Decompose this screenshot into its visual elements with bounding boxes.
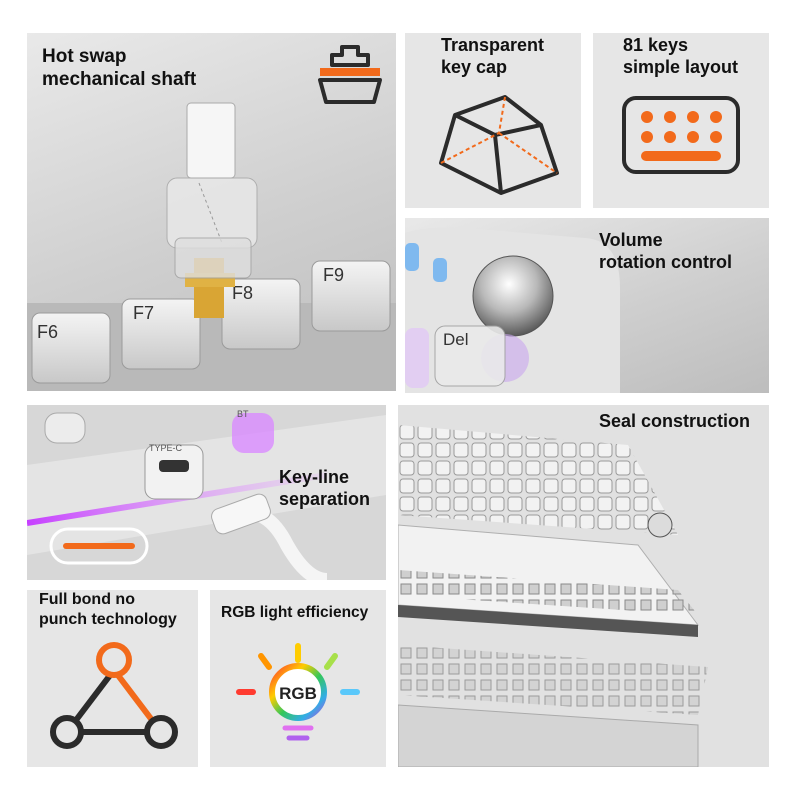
port-bt-label: BT [237, 409, 249, 419]
key-f6: F6 [37, 322, 58, 342]
port-typec-label: TYPE-C [149, 443, 183, 453]
rgb-bulb-icon: RGB [236, 643, 360, 741]
fullbond-label: Full bond no punch technology [39, 591, 177, 628]
panel-seal-construction: Seal construction [398, 405, 769, 767]
panel-volume-control: Del Volume rotation control [405, 218, 769, 393]
panel-keyline-separation: TYPE-C BT Key-line separation [27, 405, 386, 580]
rgb-label: RGB light efficiency [221, 604, 369, 621]
panel-hot-swap: F6 F7 F8 F9 Hot swap mechanical shaft [27, 33, 396, 391]
key-f8: F8 [232, 283, 253, 303]
volume-label: Volume rotation control [599, 230, 732, 272]
hot-swap-label: Hot swap mechanical shaft [42, 46, 197, 91]
transparent-label: Transparent key cap [441, 35, 545, 77]
keys81-label: 81 keys simple layout [623, 35, 739, 77]
triangle-nodes-icon [50, 642, 178, 749]
rgb-icon-text: RGB [279, 684, 317, 703]
seal-exploded-photo [398, 405, 769, 767]
volume-photo [405, 227, 620, 393]
keyline-label: Key-line separation [279, 467, 371, 509]
keyline-photo [27, 405, 386, 580]
panel-81-keys: 81 keys simple layout [593, 33, 769, 208]
keyboard-grid-icon [622, 96, 740, 174]
key-f7: F7 [133, 303, 154, 323]
panel-full-bond: Full bond no punch technology [27, 590, 198, 767]
key-f9: F9 [323, 265, 344, 285]
panel-rgb-efficiency: RGB light efficiency RGB [210, 590, 386, 767]
keycap-outline-icon [439, 95, 559, 195]
keycap-row [31, 260, 391, 384]
key-del: Del [443, 330, 469, 349]
exploded-switch [166, 102, 258, 318]
switch-shaft-icon [318, 45, 382, 104]
panel-transparent-keycap: Transparent key cap [405, 33, 581, 208]
hot-swap-photo: F6 F7 F8 F9 [27, 102, 396, 391]
separation-line-icon [49, 527, 149, 565]
seal-label: Seal construction [599, 411, 751, 431]
